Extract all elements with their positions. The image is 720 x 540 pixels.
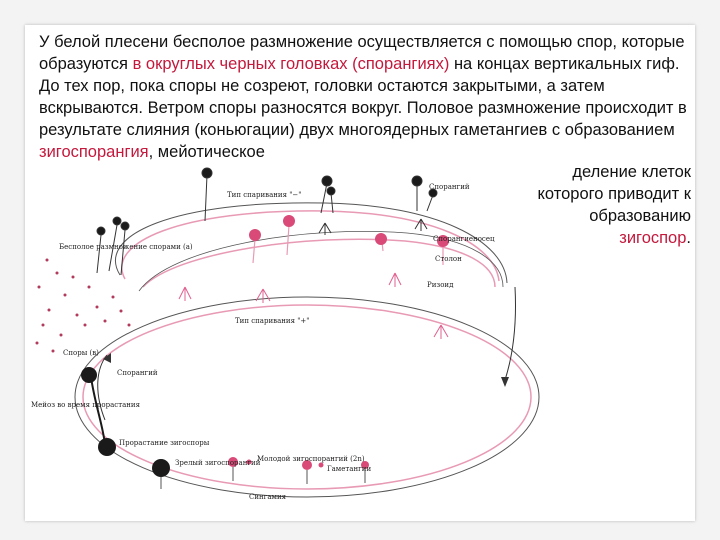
lower-cycle-outer: [74, 296, 540, 498]
pink-sporangium: [283, 215, 295, 227]
cycle-arrow-right-head: [501, 377, 509, 387]
label-germination: Прорастание зигоспоры: [119, 439, 210, 447]
label-meiosis: Мейоз во время прорастания: [31, 401, 141, 409]
pink-sporangium: [437, 235, 449, 247]
label-mating-plus: Тип спаривания "+": [235, 317, 310, 325]
text-segment: на концах вертикальных гиф. До тех пор, …: [39, 55, 687, 139]
pink-sporangium: [375, 233, 387, 245]
asexual-sporangia-left: [96, 216, 130, 276]
inner-loop-upper: [142, 238, 496, 288]
label-mating-minus: Тип спаривания "−": [227, 191, 302, 199]
label-syngamy: Сингамия: [249, 493, 287, 501]
black-sporangium: [411, 175, 423, 187]
label-asexual: Бесполое размножение спорами (а): [59, 243, 193, 251]
black-sporangium: [201, 167, 213, 179]
germinating-zygospore: [98, 438, 116, 456]
label-stolon: Столон: [435, 255, 462, 263]
text-segment: .: [686, 229, 691, 247]
cycle-arrow-left: [97, 354, 108, 421]
black-sporangium: [326, 186, 336, 196]
label-rhizoid: Ризоид: [427, 281, 454, 289]
label-sporangium-top: Спорангий: [429, 183, 470, 191]
label-young-zygosporangium: Молодой зигоспорангий (2n): [257, 455, 365, 463]
text-segment: деление клеток которого приводит к образ…: [537, 163, 691, 225]
label-sporangiophore: Спорангиеносец: [433, 235, 495, 243]
rhizoids-dark: [318, 218, 428, 235]
highlight-zygospores: зигоспор: [619, 229, 687, 247]
rhizoids: [178, 272, 449, 339]
slide: Тип спаривания "−" Спорангий Спорангиено…: [25, 25, 695, 521]
text-segment: , мейотическое: [148, 143, 265, 161]
scattered-spores: [35, 258, 131, 353]
cycle-arrow-left-head: [103, 353, 111, 363]
left-sporangium: [81, 367, 97, 383]
outer-cycle-path: [114, 202, 508, 284]
mature-zygosporangium: [152, 459, 170, 477]
lower-cycle-inner: [82, 304, 532, 490]
black-sporangium: [428, 188, 438, 198]
main-paragraph: У белой плесени бесполое размножение осу…: [39, 31, 689, 163]
continuation-paragraph: деление клеток которого приводит к образ…: [521, 161, 691, 249]
pink-sporangium: [249, 229, 261, 241]
highlight-zygosporangium: зигоспорангия: [39, 143, 149, 161]
pink-sporangia-group: [249, 215, 449, 265]
highlight-sporangia: в округлых черных головках (спорангиях): [132, 55, 450, 73]
cycle-arrow-right: [504, 286, 516, 381]
text-segment: У белой плесени бесполое размножение осу…: [39, 33, 685, 73]
gametangia-row: [228, 457, 369, 470]
inner-loop-upper-outline: [138, 231, 504, 292]
black-sporangia-group: [201, 167, 438, 222]
black-sporangium: [321, 175, 333, 187]
outer-cycle-inner-path: [121, 210, 500, 282]
label-mature-zygosporangium: Зрелый зигоспорангий: [175, 459, 261, 467]
label-gametangia: Гаметангии: [327, 465, 371, 473]
label-spores: Споры (в): [63, 349, 99, 357]
label-sporangium-left: Спорангий: [117, 369, 158, 377]
gametangia-stalks: [160, 467, 366, 489]
zygomycete-life-cycle-diagram: Тип спаривания "−" Спорангий Спорангиено…: [31, 167, 540, 501]
